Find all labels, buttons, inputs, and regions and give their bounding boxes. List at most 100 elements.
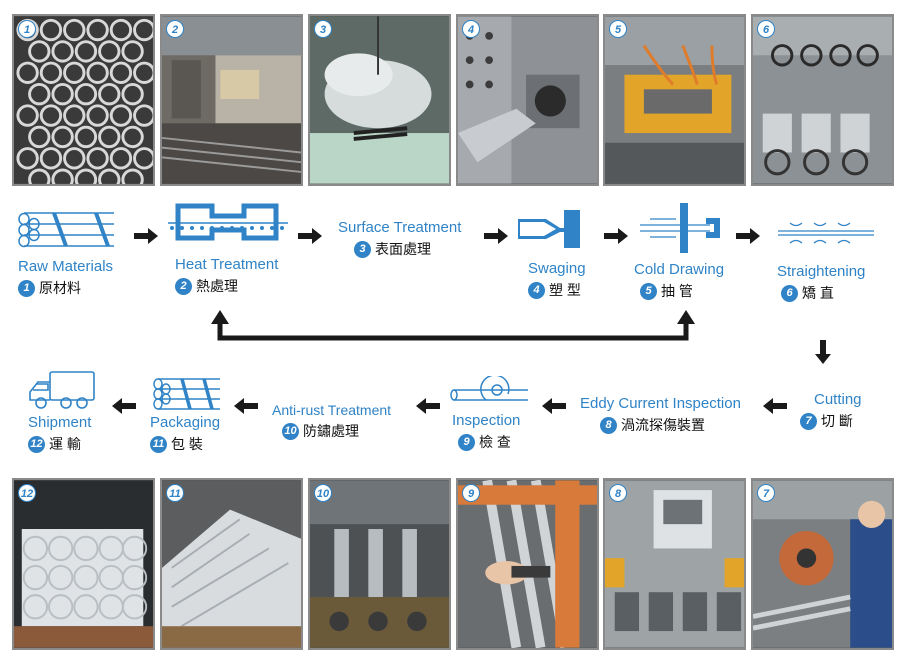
step-number: 8 — [600, 416, 617, 434]
step-en-label: Cold Drawing — [634, 261, 725, 278]
eddy-current-equipment-photo-icon — [605, 480, 744, 648]
step-en-label: Inspection — [452, 412, 521, 429]
anti-rust-bath-photo-icon — [310, 480, 449, 648]
step-number: 3 — [354, 240, 371, 258]
drawing-machine-photo-icon — [605, 16, 744, 184]
photo-badge: 3 — [314, 20, 332, 38]
step-en-label: Eddy Current Inspection — [580, 395, 741, 412]
step-zh-label: 原材料 — [39, 280, 81, 296]
flow-arrow-right-icon — [298, 228, 322, 244]
photo-eddy-current: 8 — [603, 478, 746, 650]
step-zh-label: 塑 型 — [549, 282, 581, 298]
photo-badge: 9 — [462, 484, 480, 502]
step-number: 7 — [800, 412, 817, 430]
flow-arrow-left-icon — [542, 398, 566, 414]
step-number: 1 — [18, 279, 35, 297]
flow-arrow-down-icon — [815, 340, 831, 364]
flow-arrow-right-icon — [736, 228, 760, 244]
photo-badge: 7 — [757, 484, 775, 502]
cutting-machine-photo-icon — [753, 480, 892, 648]
tube-bundle-icon — [18, 212, 114, 248]
tube-ends-photo-icon — [14, 16, 153, 184]
photo-badge: 8 — [609, 484, 627, 502]
photo-surface-treatment: 3 — [308, 14, 451, 186]
furnace-photo-icon — [162, 16, 301, 184]
truck-icon — [29, 371, 95, 409]
photo-anti-rust: 10 — [308, 478, 451, 650]
straightening-rollers-icon — [778, 222, 874, 244]
step-number: 6 — [781, 284, 798, 302]
photo-badge: 2 — [166, 20, 184, 38]
swaging-die-icon — [518, 210, 580, 248]
packed-bundles-photo-icon — [162, 480, 301, 648]
photo-straightening: 6 — [751, 14, 894, 186]
step-zh-label: 包 裝 — [171, 436, 203, 452]
step-zh-label: 矯 直 — [802, 285, 834, 301]
photo-badge: 6 — [757, 20, 775, 38]
drawing-die-icon — [640, 203, 720, 253]
step-en-label: Swaging — [528, 260, 586, 277]
photo-badge: 12 — [18, 484, 36, 502]
step-en-label: Packaging — [150, 414, 221, 431]
flow-arrow-right-icon — [484, 228, 508, 244]
photo-shipment: 12 — [12, 478, 155, 650]
container-loading-photo-icon — [14, 480, 153, 648]
pickling-tank-photo-icon — [310, 16, 449, 184]
furnace-icon — [168, 203, 288, 241]
step-zh-label: 表面處理 — [375, 241, 431, 257]
tube-inspection-photo-icon — [458, 480, 597, 648]
photo-badge: 1 — [18, 20, 36, 38]
step-en-label: Surface Treatment — [338, 219, 462, 236]
flow-arrow-left-icon — [112, 398, 136, 414]
photo-swaging: 4 — [456, 14, 599, 186]
step-en-label: Straightening — [777, 263, 866, 280]
step-number: 12 — [28, 435, 45, 453]
photo-packaging: 11 — [160, 478, 303, 650]
straightening-machine-photo-icon — [753, 16, 892, 184]
step-zh-label: 防鏽處理 — [303, 423, 359, 439]
swaging-machine-photo-icon — [458, 16, 597, 184]
step-number: 4 — [528, 281, 545, 299]
step-en-label: Raw Materials — [18, 258, 114, 275]
step-zh-label: 運 輸 — [49, 436, 81, 452]
flow-arrow-left-icon — [234, 398, 258, 414]
photo-inspection: 9 — [456, 478, 599, 650]
step-zh-label: 渦流探傷裝置 — [621, 417, 705, 433]
photo-badge: 4 — [462, 20, 480, 38]
step-zh-label: 切 斷 — [821, 413, 853, 429]
step-number: 11 — [150, 435, 167, 453]
photo-heat-treatment: 2 — [160, 14, 303, 186]
step-en-label: Shipment — [28, 414, 92, 431]
photo-cold-drawing: 5 — [603, 14, 746, 186]
step-number: 2 — [175, 277, 192, 295]
photo-cutting: 7 — [751, 478, 894, 650]
step-en-label: Cutting — [814, 391, 862, 408]
photo-badge: 5 — [609, 20, 627, 38]
step-number: 5 — [640, 282, 657, 300]
flow-arrow-right-icon — [134, 228, 158, 244]
flow-arrow-left-icon — [416, 398, 440, 414]
flow-arrow-left-icon — [763, 398, 787, 414]
step-zh-label: 檢 查 — [479, 434, 511, 450]
loop-back-connector-icon — [211, 310, 695, 341]
step-number: 9 — [458, 433, 475, 451]
step-en-label: Heat Treatment — [175, 256, 279, 273]
step-zh-label: 抽 管 — [661, 283, 693, 299]
step-en-label: Anti-rust Treatment — [272, 402, 392, 418]
step-zh-label: 熱處理 — [196, 278, 238, 294]
photo-raw-materials: 1 — [12, 14, 155, 186]
flow-arrow-right-icon — [604, 228, 628, 244]
inspection-probe-icon — [450, 376, 528, 401]
packed-bundle-icon — [153, 378, 220, 410]
